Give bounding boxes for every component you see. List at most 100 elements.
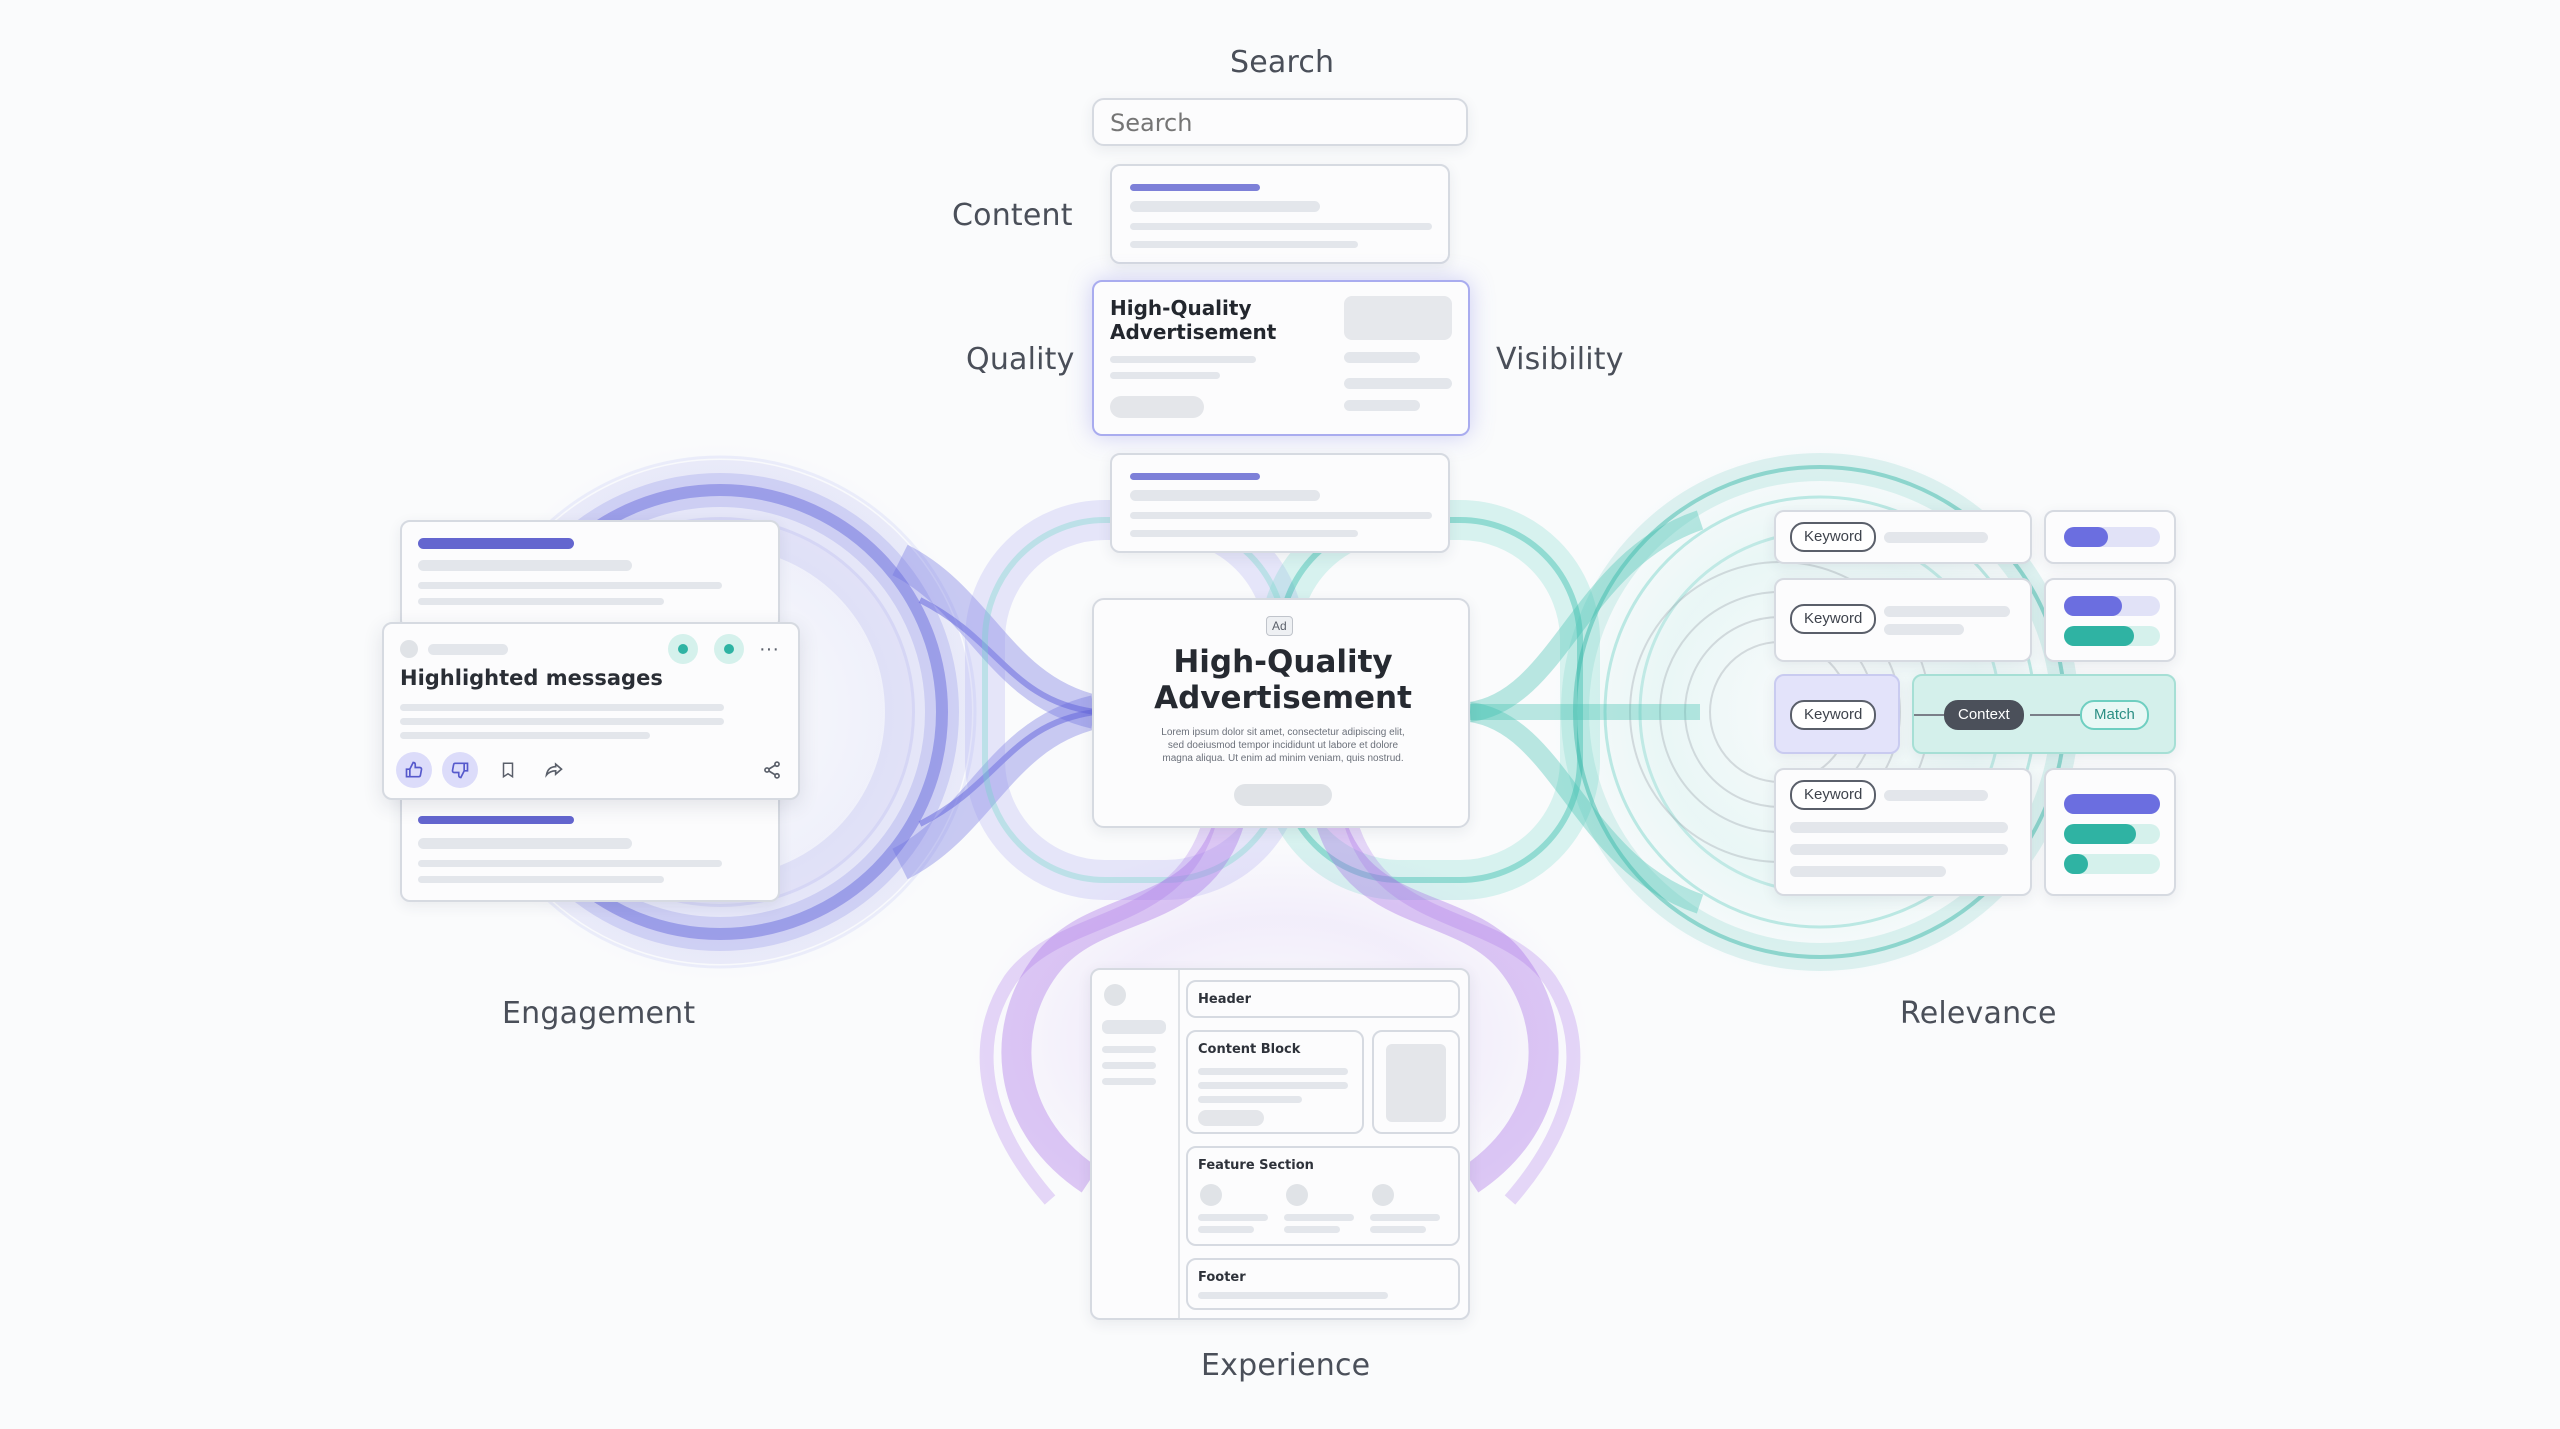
quality-button-placeholder: [1110, 396, 1204, 418]
wireframe-line: [1198, 1096, 1302, 1103]
label-engagement: Engagement: [502, 996, 696, 1031]
quality-line: [1344, 378, 1452, 389]
engagement-line: [400, 732, 650, 739]
quality-card: High-Quality Advertisement: [1092, 280, 1470, 436]
center-ad-title: High-Quality Advertisement: [1154, 644, 1412, 716]
relevance-meter-track: [2064, 596, 2160, 616]
visibility-accent-bar: [1130, 473, 1260, 480]
wireframe-line: [1370, 1226, 1426, 1233]
nodes-share-icon[interactable]: [754, 752, 790, 788]
thumbs-up-icon[interactable]: [396, 752, 432, 788]
relevance-line: [1884, 790, 1988, 801]
search-box[interactable]: [1092, 98, 1468, 146]
relevance-line: [1790, 866, 1946, 877]
label-experience: Experience: [1201, 1348, 1371, 1383]
keyword-node: Keyword: [1774, 674, 1900, 754]
wireframe-image-block: [1372, 1030, 1460, 1134]
engagement-line: [418, 876, 664, 883]
engagement-line: [400, 704, 724, 711]
ad-badge: Ad: [1266, 616, 1293, 636]
status-dot-icon: [714, 634, 744, 664]
engagement-line: [418, 598, 664, 605]
relevance-meter-track: [2064, 854, 2160, 874]
thumbs-down-icon[interactable]: [442, 752, 478, 788]
engagement-card-bottom: [400, 780, 780, 902]
wireframe-footer-label: Footer: [1198, 1270, 1246, 1285]
engagement-accent-bar: [418, 816, 574, 824]
engagement-accent-bar: [418, 538, 574, 549]
relevance-row-2: Keyword: [1774, 578, 2032, 662]
wireframe-line: [1284, 1214, 1354, 1221]
context-chip[interactable]: Context: [1944, 700, 2024, 730]
bookmark-icon[interactable]: [490, 752, 526, 788]
more-icon[interactable]: ···: [759, 637, 779, 660]
relevance-meter-3: [2044, 768, 2176, 896]
relevance-line: [1884, 606, 2010, 617]
keyword-chip[interactable]: Keyword: [1790, 522, 1877, 552]
wireframe-nav-item: [1102, 1020, 1166, 1034]
wireframe-nav-item: [1102, 1062, 1156, 1069]
wireframe-nav-item: [1102, 1046, 1156, 1053]
wireframe-line: [1284, 1226, 1340, 1233]
relevance-line: [1790, 844, 2008, 855]
quality-line: [1110, 356, 1256, 363]
experience-wireframe: Header Content Block Feature Section Foo…: [1090, 968, 1470, 1320]
visibility-line: [1130, 490, 1320, 501]
relevance-row-1: Keyword: [1774, 510, 2032, 564]
wireframe-feature-section: Feature Section: [1186, 1146, 1460, 1246]
engagement-line: [418, 838, 632, 849]
share-icon[interactable]: [536, 752, 572, 788]
feature-icon-placeholder: [1286, 1184, 1308, 1206]
wireframe-line: [1198, 1292, 1388, 1299]
center-ad-card: Ad High-Quality Advertisement Lorem ipsu…: [1092, 598, 1470, 828]
engagement-line: [400, 718, 724, 725]
feature-icon-placeholder: [1200, 1184, 1222, 1206]
quality-line: [1110, 372, 1220, 379]
engagement-line: [418, 860, 722, 867]
wireframe-footer: Footer: [1186, 1258, 1460, 1310]
relevance-row-4: Keyword: [1774, 768, 2032, 896]
quality-line: [1344, 352, 1420, 363]
avatar: [400, 640, 418, 658]
engagement-line: [418, 582, 722, 589]
center-ad-body-line: magna aliqua. Ut enim ad minim veniam, q…: [1162, 753, 1404, 764]
wireframe-image-placeholder: [1386, 1044, 1446, 1122]
engagement-card-title: Highlighted messages: [400, 666, 663, 690]
relevance-meter-track: [2064, 527, 2160, 547]
wireframe-feature-label: Feature Section: [1198, 1158, 1314, 1173]
relevance-meter-2: [2044, 578, 2176, 662]
connector-line: [1914, 714, 1944, 716]
center-ad-button[interactable]: [1234, 784, 1332, 806]
wireframe-line: [1370, 1214, 1440, 1221]
wireframe-line: [1198, 1226, 1254, 1233]
content-line: [1130, 201, 1320, 212]
keyword-chip[interactable]: Keyword: [1790, 780, 1877, 810]
keyword-chip[interactable]: Keyword: [1790, 700, 1877, 730]
center-ad-body-line: Lorem ipsum dolor sit amet, consectetur …: [1161, 727, 1405, 738]
relevance-meter-1: [2044, 510, 2176, 564]
label-visibility: Visibility: [1496, 342, 1624, 377]
wireframe-line: [1198, 1214, 1268, 1221]
content-line: [1130, 241, 1358, 248]
content-card: [1110, 164, 1450, 264]
author-placeholder: [428, 644, 508, 655]
feature-icon-placeholder: [1372, 1184, 1394, 1206]
label-relevance: Relevance: [1900, 996, 2057, 1031]
visibility-card: [1110, 453, 1450, 553]
search-input[interactable]: [1108, 108, 1452, 138]
center-ad-body-line: sed doeiusmod tempor incididunt ut labor…: [1167, 740, 1399, 751]
wireframe-content-block-label: Content Block: [1198, 1042, 1301, 1057]
wireframe-line: [1198, 1068, 1348, 1075]
quality-image-placeholder: [1344, 296, 1452, 340]
label-content: Content: [952, 198, 1073, 233]
wireframe-content-block: Content Block: [1186, 1030, 1364, 1134]
label-search: Search: [1230, 45, 1335, 80]
quality-line: [1344, 400, 1420, 411]
content-accent-bar: [1130, 184, 1260, 191]
wireframe-button: [1198, 1110, 1264, 1126]
relevance-line: [1884, 624, 1964, 635]
relevance-meter-track: [2064, 794, 2160, 814]
wireframe-header: Header: [1186, 980, 1460, 1018]
match-chip[interactable]: Match: [2080, 700, 2149, 730]
keyword-chip[interactable]: Keyword: [1790, 604, 1877, 634]
